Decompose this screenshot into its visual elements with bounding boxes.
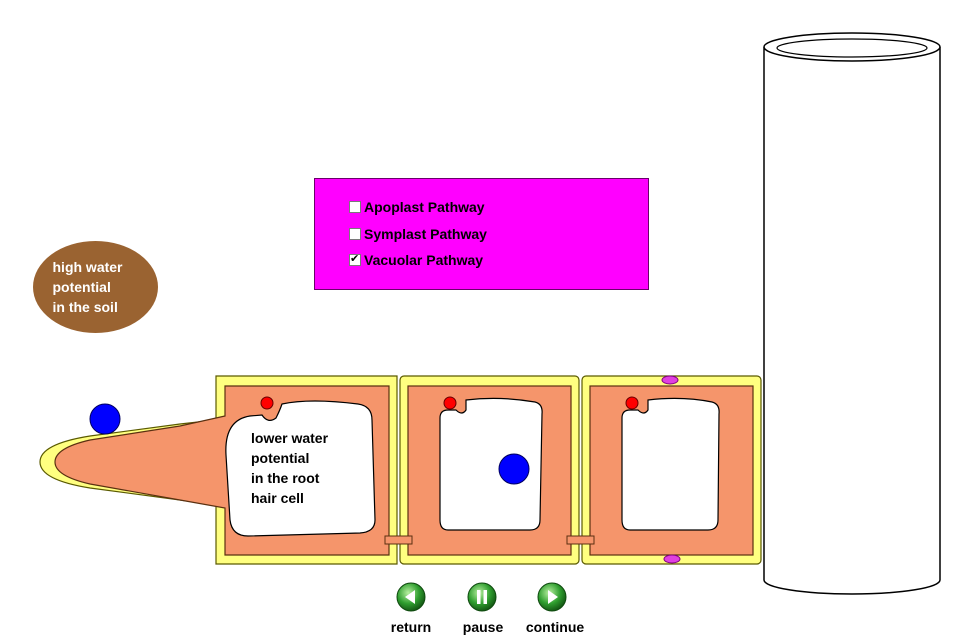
root-hair-cell bbox=[39, 375, 398, 565]
pause-icon bbox=[477, 590, 487, 604]
continue-button[interactable] bbox=[537, 582, 567, 612]
xylem-vessel bbox=[763, 32, 941, 595]
pause-button[interactable] bbox=[467, 582, 497, 612]
root-hair-cell-label: lower water potential in the root hair c… bbox=[251, 428, 328, 508]
option-symplast-label: Symplast Pathway bbox=[364, 226, 487, 242]
plasmodesmata bbox=[384, 535, 595, 545]
cortex-cell-2 bbox=[581, 375, 762, 565]
option-apoplast-label: Apoplast Pathway bbox=[364, 199, 485, 215]
cell-label-line1: lower water bbox=[251, 430, 329, 446]
water-molecule-soil bbox=[89, 403, 121, 435]
return-icon bbox=[405, 590, 415, 604]
pause-label[interactable]: pause bbox=[462, 619, 504, 635]
return-button[interactable] bbox=[396, 582, 426, 612]
continue-icon bbox=[548, 590, 558, 604]
cell-label-line2: potential bbox=[251, 450, 310, 466]
soil-label-line2: potential bbox=[52, 279, 111, 295]
water-molecule-cell bbox=[498, 453, 530, 485]
option-vacuolar-label: Vacuolar Pathway bbox=[364, 252, 484, 268]
option-vacuolar[interactable]: Vacuolar Pathway bbox=[349, 250, 483, 270]
cell-label-line4: hair cell bbox=[251, 490, 304, 506]
apoplast-checkbox[interactable] bbox=[349, 201, 361, 213]
symplast-checkbox[interactable] bbox=[349, 228, 361, 240]
soil-label-line3: in the soil bbox=[52, 299, 118, 315]
membrane-marker-bottom bbox=[663, 554, 681, 564]
vacuolar-checkbox[interactable] bbox=[349, 252, 361, 266]
option-apoplast[interactable]: Apoplast Pathway bbox=[349, 197, 485, 217]
continue-label[interactable]: continue bbox=[525, 619, 585, 635]
membrane-marker-top bbox=[661, 375, 679, 385]
pathway-menu: Apoplast Pathway Symplast Pathway Vacuol… bbox=[314, 178, 649, 290]
soil-label: high water potential in the soil bbox=[33, 241, 158, 333]
cortex-cell-1 bbox=[399, 375, 580, 565]
cell-label-line3: in the root bbox=[251, 470, 320, 486]
option-symplast[interactable]: Symplast Pathway bbox=[349, 224, 487, 244]
return-label[interactable]: return bbox=[390, 619, 432, 635]
soil-label-line1: high water bbox=[52, 259, 123, 275]
